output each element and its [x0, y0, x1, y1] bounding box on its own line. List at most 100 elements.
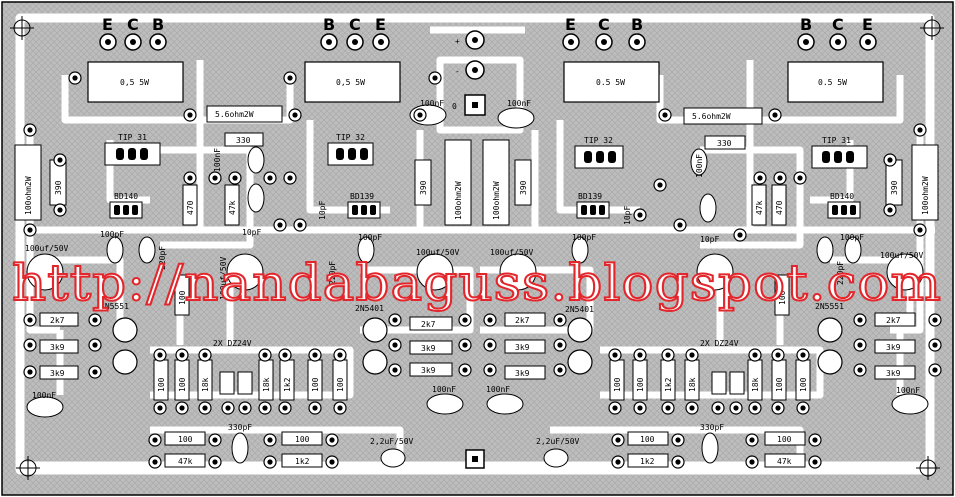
component-label: 100nF — [695, 154, 704, 178]
component-label: 47k — [755, 200, 764, 215]
drill-hole — [737, 232, 743, 238]
pin-label: C — [349, 15, 361, 34]
component-label: 100nF — [486, 385, 510, 394]
drill-hole — [665, 352, 671, 358]
drill-hole — [557, 342, 563, 348]
drill-hole — [202, 352, 208, 358]
drill-hole — [797, 175, 803, 181]
drill-hole — [615, 437, 621, 443]
drill-hole — [337, 405, 343, 411]
component-label: 2X DZ24V — [213, 339, 252, 348]
component-label: 100nF — [213, 148, 222, 172]
drill-hole — [242, 405, 248, 411]
component-label: 47k — [777, 457, 792, 466]
component-label: 2X DZ24V — [700, 339, 739, 348]
component-label: 100 — [799, 377, 808, 392]
component-label: 100ohm2W — [454, 181, 463, 220]
drill-hole — [487, 342, 493, 348]
pin-label: C — [598, 15, 610, 34]
drill-hole — [812, 459, 818, 465]
capacitors — [26, 104, 929, 468]
drill-hole — [637, 352, 643, 358]
component-label: 100pF — [840, 233, 864, 242]
small-transistors — [112, 317, 843, 375]
component-label: 18k — [262, 377, 271, 392]
component-label: 3k9 — [886, 369, 901, 378]
drill-hole — [775, 352, 781, 358]
transistor-pin-headers: E C B B C E E C B B C E — [99, 15, 877, 51]
component-label: 2k7 — [515, 316, 530, 325]
drill-hole — [57, 157, 63, 163]
component-label: 2k7 — [421, 320, 436, 329]
drill-hole — [612, 352, 618, 358]
drill-hole — [487, 367, 493, 373]
component-label: 1k2 — [295, 457, 310, 466]
pin-label: B — [152, 15, 164, 34]
component-label: 330 — [236, 136, 251, 145]
component-label: 0,5 5W — [336, 78, 365, 87]
component-label: 10pF — [700, 235, 719, 244]
pin-label: E — [375, 15, 386, 34]
component-label: 100 — [777, 435, 792, 444]
component-label: 220pF — [328, 261, 337, 285]
component-label: 100uf/50V — [880, 251, 924, 260]
drill-hole — [157, 352, 163, 358]
component-label: 100uf/50V — [25, 244, 69, 253]
drill-hole — [267, 175, 273, 181]
drill-hole — [857, 342, 863, 348]
drill-hole — [932, 317, 938, 323]
drill-hole — [657, 182, 663, 188]
drill-hole — [312, 352, 318, 358]
component-label: 470 — [775, 200, 784, 215]
component-label: BD140 — [114, 192, 138, 201]
component-label: 47k — [228, 200, 237, 215]
drill-hole — [292, 112, 298, 118]
component-label: 100uf/50V — [416, 248, 460, 257]
drill-hole — [27, 227, 33, 233]
pin-label: E — [565, 15, 576, 34]
drill-hole — [857, 367, 863, 373]
component-label: 100uf/50V — [490, 248, 534, 257]
drill-hole — [887, 207, 893, 213]
component-label: TIP 32 — [584, 136, 613, 145]
drill-hole — [179, 405, 185, 411]
drill-hole — [267, 437, 273, 443]
drill-hole — [557, 317, 563, 323]
drill-hole — [662, 112, 668, 118]
component-label: 390 — [519, 180, 528, 195]
drill-hole — [637, 405, 643, 411]
drill-hole — [212, 437, 218, 443]
drill-hole — [337, 352, 343, 358]
component-label: 3k9 — [421, 344, 436, 353]
component-label: 1k2 — [283, 377, 292, 392]
terminal-plus-label: + — [455, 37, 460, 46]
drill-hole — [675, 459, 681, 465]
drill-hole — [262, 405, 268, 411]
pin-label: E — [102, 15, 113, 34]
drill-hole — [677, 222, 683, 228]
pin-label: C — [127, 15, 139, 34]
component-label: 2N5401 — [565, 305, 594, 314]
drill-hole — [267, 459, 273, 465]
component-label: 2N5551 — [815, 302, 844, 311]
transistor-footprints — [104, 142, 868, 219]
component-label: 100nF — [507, 99, 531, 108]
component-label: 100ohm2W — [921, 176, 930, 215]
drill-hole — [757, 175, 763, 181]
terminal-minus-label: - — [455, 67, 460, 76]
drill-hole — [665, 405, 671, 411]
drill-hole — [262, 352, 268, 358]
component-label: 3k9 — [50, 369, 65, 378]
drill-hole — [27, 127, 33, 133]
drill-hole — [612, 405, 618, 411]
drill-hole — [92, 317, 98, 323]
component-label: 0.5 5W — [818, 78, 847, 87]
component-label: 100 — [295, 435, 310, 444]
drill-hole — [675, 437, 681, 443]
component-label: 390 — [419, 180, 428, 195]
component-label: 5.6ohm2W — [692, 112, 731, 121]
drill-hole — [637, 212, 643, 218]
watermark: http://nandabaguss.blogspot.com — [12, 254, 942, 312]
solder-pads — [23, 71, 942, 469]
component-label: 1k2 — [640, 457, 655, 466]
